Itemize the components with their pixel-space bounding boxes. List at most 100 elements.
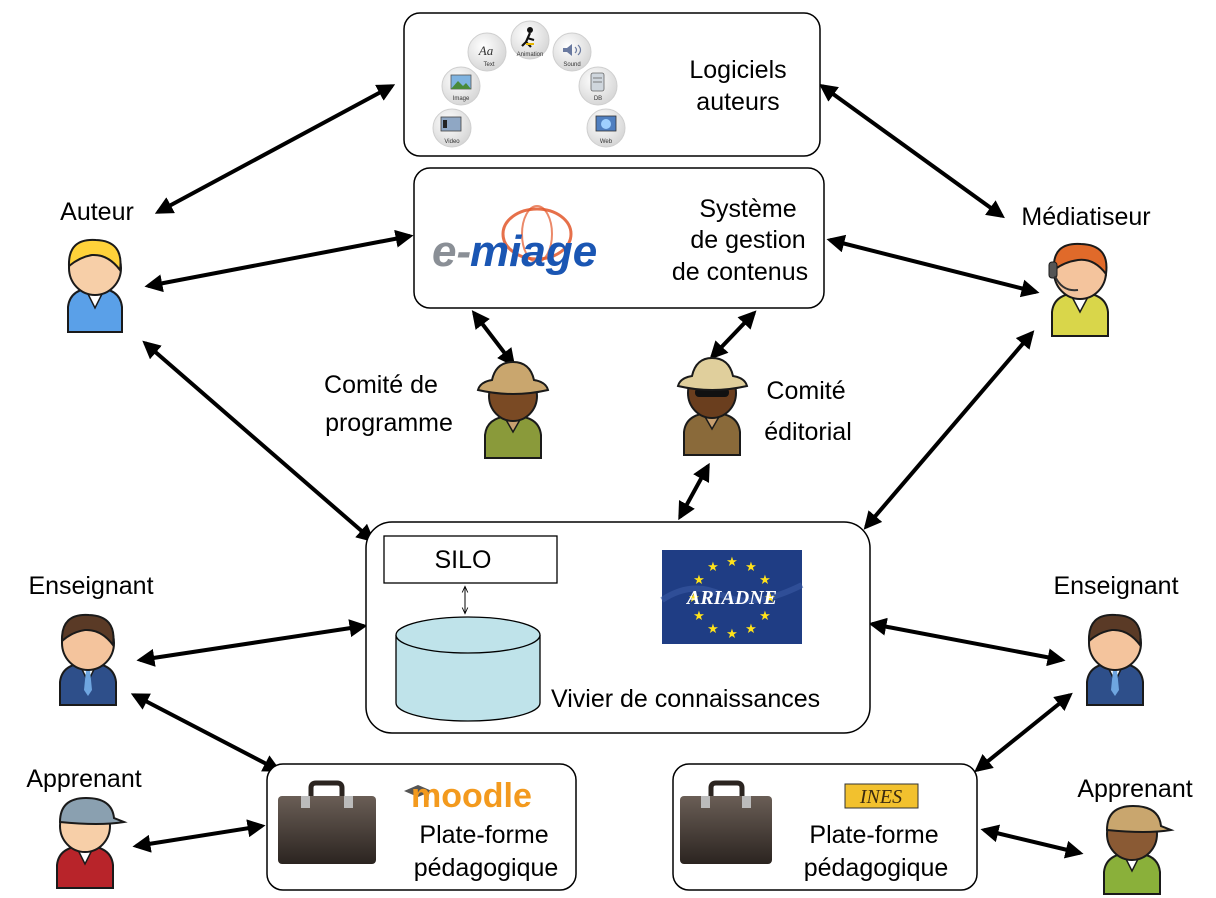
arrow-enseignant-right-platform xyxy=(974,692,1073,773)
svg-text:★: ★ xyxy=(759,609,771,624)
comite-programme-line1: Comité de xyxy=(324,371,438,399)
image-icon: Image xyxy=(441,66,481,106)
sound-icon: Sound xyxy=(552,32,592,72)
platform-right-box: INES Plate-forme pédagogique xyxy=(672,763,978,891)
comite-editorial-line2: éditorial xyxy=(764,418,852,446)
arrow-apprenant-left-platform xyxy=(132,819,266,853)
arrow-cms-comite-programme xyxy=(471,310,516,367)
auteur-label: Auteur xyxy=(60,198,134,226)
svg-text:★: ★ xyxy=(693,609,705,624)
explorer-avatar-icon xyxy=(476,360,550,459)
authoring-tool-icons: Aa Text Animation Sound Image xyxy=(432,20,626,148)
apprenant-right-label: Apprenant xyxy=(1077,775,1192,803)
silo-label: SILO xyxy=(435,546,492,574)
arrow-enseignant-left-platform xyxy=(130,693,282,772)
ines-logo-text: INES xyxy=(859,786,902,808)
headset-avatar-icon xyxy=(1048,242,1109,337)
actor-comite-editorial: Comité éditorial xyxy=(676,356,852,456)
teacher-avatar-icon xyxy=(59,613,117,706)
sound-icon-label: Sound xyxy=(563,62,580,68)
text-icon: Aa Text xyxy=(467,32,507,72)
platform-left-line2: pédagogique xyxy=(414,854,559,882)
svg-text:★: ★ xyxy=(707,622,719,637)
svg-text:★: ★ xyxy=(764,591,776,606)
authoring-title-line2: auteurs xyxy=(696,88,779,116)
arrow-vivier-enseignant-right xyxy=(868,617,1066,667)
platform-right-line2: pédagogique xyxy=(804,854,949,882)
platform-left-line1: Plate-forme xyxy=(419,821,548,849)
actor-mediatiseur: Médiatiseur xyxy=(1021,203,1151,337)
arrow-authoring-mediatiseur xyxy=(819,83,1005,219)
image-icon-label: Image xyxy=(453,96,470,102)
arrow-auteur-vivier xyxy=(142,340,375,543)
arrow-cms-mediatiseur xyxy=(826,234,1040,298)
briefcase-icon xyxy=(680,780,772,864)
arrow-auteur-authoring xyxy=(154,84,396,214)
actor-enseignant-right: Enseignant xyxy=(1053,572,1179,706)
e-miage-logo: e- miage xyxy=(432,205,597,276)
briefcase-icon xyxy=(278,780,376,864)
cms-box: e- miage Système de gestion de contenus xyxy=(413,167,825,309)
arrow-mediatiseur-vivier xyxy=(863,330,1035,530)
platform-right-line1: Plate-forme xyxy=(809,821,938,849)
web-icon: Web xyxy=(586,108,626,148)
svg-text:★: ★ xyxy=(688,591,700,606)
video-icon: Video xyxy=(432,108,472,148)
arrow-enseignant-left-vivier xyxy=(136,619,368,667)
ariadne-logo: ★ ★ ★ ★ ★ ★ ★ ★ ★ ★ ★ ★ ARIADNE xyxy=(660,550,804,644)
cms-title-line2: de gestion xyxy=(690,226,805,254)
ines-logo: INES xyxy=(844,783,919,809)
cms-title-line1: Système xyxy=(699,195,796,223)
video-icon-label: Video xyxy=(444,139,460,145)
e-miage-logo-part2: miage xyxy=(470,227,597,276)
learner-avatar-icon xyxy=(56,796,128,889)
learner-avatar-icon xyxy=(1103,804,1175,895)
explorer-glasses-avatar-icon xyxy=(676,356,749,456)
svg-text:★: ★ xyxy=(707,560,719,575)
actor-enseignant-left: Enseignant xyxy=(28,572,154,706)
svg-text:★: ★ xyxy=(726,555,738,570)
vivier-caption: Vivier de connaissances xyxy=(551,685,820,713)
arrow-platform-apprenant-right xyxy=(980,824,1084,859)
ariadne-stars: ★ ★ ★ ★ ★ ★ ★ ★ ★ ★ ★ ★ xyxy=(688,555,776,642)
enseignant-right-label: Enseignant xyxy=(1053,572,1178,600)
database-cylinder-icon xyxy=(395,616,541,722)
svg-text:★: ★ xyxy=(745,560,757,575)
web-icon-label: Web xyxy=(600,139,613,145)
actor-auteur: Auteur xyxy=(60,198,134,333)
arrow-comite-editorial-vivier xyxy=(678,462,710,521)
db-icon-label: DB xyxy=(594,96,602,102)
connection-arrows xyxy=(130,83,1084,859)
apprenant-left-label: Apprenant xyxy=(26,765,141,793)
animation-icon-label: Animation xyxy=(517,52,544,58)
comite-programme-line2: programme xyxy=(325,409,453,437)
vivier-box: SILO ★ ★ ★ ★ ★ ★ ★ ★ ★ ★ ★ ★ ARIADNE xyxy=(365,521,871,734)
mediatiseur-label: Médiatiseur xyxy=(1021,203,1150,231)
db-icon: DB xyxy=(578,66,618,106)
text-icon-label: Text xyxy=(483,62,494,68)
svg-text:★: ★ xyxy=(693,573,705,588)
svg-text:Aa: Aa xyxy=(478,43,494,58)
arrow-cms-comite-editorial xyxy=(709,310,757,360)
teacher-avatar-icon xyxy=(1086,613,1144,706)
actor-apprenant-left: Apprenant xyxy=(26,765,142,889)
animation-icon: Animation xyxy=(510,20,550,60)
moodle-logo: moodle xyxy=(404,777,532,815)
arrow-auteur-cms xyxy=(144,229,414,293)
platform-left-box: moodle Plate-forme pédagogique xyxy=(266,763,577,891)
svg-text:★: ★ xyxy=(759,573,771,588)
actor-comite-programme: Comité de programme xyxy=(324,360,550,459)
svg-text:★: ★ xyxy=(726,627,738,642)
silo-box xyxy=(383,535,558,584)
ariadne-logo-text: ARIADNE xyxy=(685,587,777,609)
user-avatar-icon xyxy=(67,238,123,333)
authoring-software-box: Aa Text Animation Sound Image xyxy=(403,12,821,157)
actor-apprenant-right: Apprenant xyxy=(1077,775,1193,895)
authoring-title-line1: Logiciels xyxy=(689,56,786,84)
e-miage-logo-part1: e- xyxy=(432,227,471,276)
moodle-logo-text: moodle xyxy=(411,777,532,815)
svg-text:★: ★ xyxy=(745,622,757,637)
enseignant-left-label: Enseignant xyxy=(28,572,153,600)
comite-editorial-line1: Comité xyxy=(766,377,845,405)
